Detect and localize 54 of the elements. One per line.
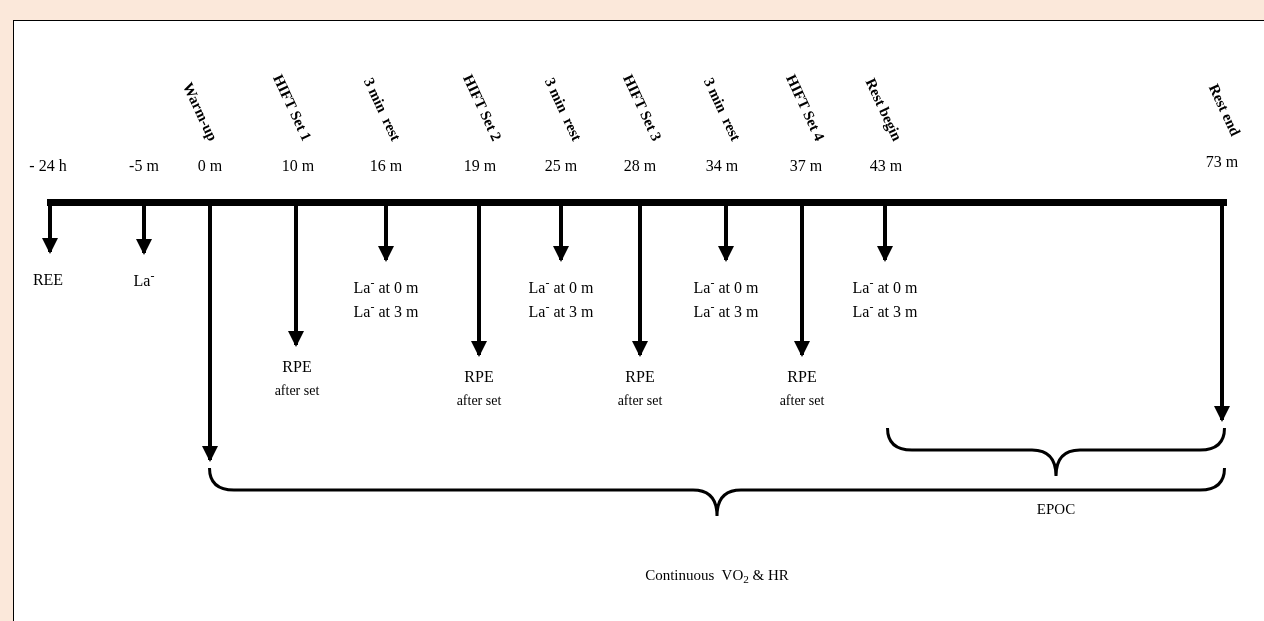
arrow [794,206,810,357]
measurement-label: RPE [282,357,312,377]
measurement-label: La$^{-}$ at 3 m [693,300,759,322]
measurement-label: RPE [787,367,817,387]
measurement-label: La$^{-}$ at 0 m [852,276,918,298]
phase-label: Rest end [1204,80,1245,139]
time-label: 43 m [869,156,903,176]
phase-label: Rest begin [861,75,907,144]
arrow [202,206,218,462]
arrow [553,206,569,262]
measurement-label: La$^{-}$ at 3 m [852,300,918,322]
measurement-note: after set [617,392,663,410]
measurement-label: La$^{-}$ at 0 m [693,276,759,298]
measurement-label: La$^{-}$ at 3 m [528,300,594,322]
measurement-label: La$^{-}$ at 0 m [528,276,594,298]
measurement-note: after set [456,392,502,410]
measurement-note: after set [779,392,825,410]
measurement-label: REE [32,270,64,290]
arrow [718,206,734,262]
brace-label: EPOC [1036,501,1076,517]
phase-label: HIFT Set 3 [618,71,666,144]
arrow [471,206,487,357]
arrow [288,206,304,347]
measurement-label: La$^{-}$ [133,269,155,291]
phase-label: 3 min rest [541,74,587,144]
time-label: 16 m [369,156,403,176]
time-label: 25 m [544,156,578,176]
brace-label: Continuous VO$_{2}$ & HR [645,567,789,583]
measurement-label: RPE [464,367,494,387]
measurement-label: La$^{-}$ at 0 m [353,276,419,298]
arrow [378,206,394,262]
arrow [632,206,648,357]
time-label: 37 m [789,156,823,176]
time-label: 28 m [623,156,657,176]
phase-label: HIFT Set 4 [781,71,829,144]
phase-label: 3 min rest [360,74,406,144]
arrow [1214,206,1230,422]
phase-label: HIFT Set 1 [268,71,316,144]
time-label: 73 m [1205,152,1239,172]
measurement-label: La$^{-}$ at 3 m [353,300,419,322]
phase-label: HIFT Set 2 [458,71,506,144]
measurement-note: after set [274,382,320,400]
timeline-bar [47,199,1227,206]
time-label: 19 m [463,156,497,176]
measurement-label: RPE [625,367,655,387]
time-label: - 24 h [29,156,67,176]
arrow [136,206,152,255]
time-label: -5 m [129,156,159,176]
arrow [877,206,893,262]
phase-label: 3 min rest [700,74,746,144]
time-label: 10 m [281,156,315,176]
arrow [42,206,58,254]
time-label: 0 m [197,156,223,176]
time-label: 34 m [705,156,739,176]
